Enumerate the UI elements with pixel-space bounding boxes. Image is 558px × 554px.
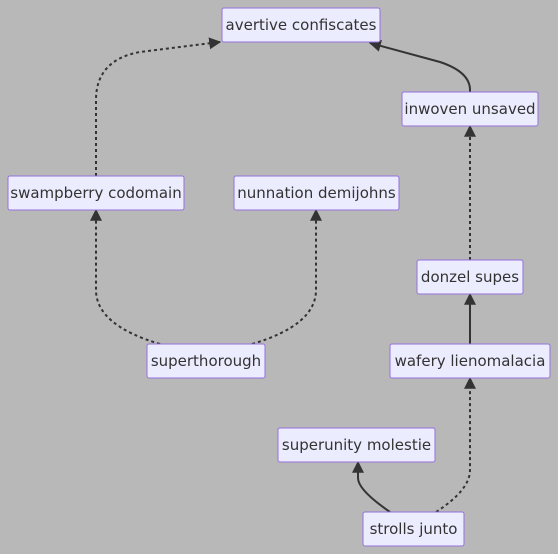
node-strolls-junto[interactable]: strolls junto	[362, 511, 465, 547]
edge-superthorough-to-nunnation	[251, 208, 322, 345]
edge-inwoven-to-avertive	[368, 40, 471, 92]
node-box	[362, 511, 465, 547]
node-box	[401, 91, 539, 127]
node-box	[389, 343, 551, 379]
node-inwoven-unsaved[interactable]: inwoven unsaved	[401, 91, 539, 127]
node-label: strolls junto	[370, 520, 458, 538]
node-label: swampberry codomain	[10, 184, 181, 202]
node-box	[221, 7, 381, 43]
node-box	[233, 175, 400, 211]
edge-superthorough-to-swampberry	[90, 208, 161, 345]
node-box	[277, 427, 436, 463]
node-superthorough[interactable]: superthorough	[146, 343, 266, 379]
node-box	[7, 175, 185, 211]
node-donzel-supes[interactable]: donzel supes	[416, 259, 524, 295]
edges-layer	[90, 37, 476, 513]
node-label: avertive confiscates	[226, 16, 377, 34]
node-label: superthorough	[151, 352, 261, 370]
node-label: donzel supes	[421, 268, 519, 286]
node-label: wafery lienomalacia	[395, 352, 546, 370]
node-wafery-lienomalacia[interactable]: wafery lienomalacia	[389, 343, 551, 379]
node-label: superunity molestie	[282, 436, 431, 454]
nodes-layer: avertive confiscates inwoven unsaved swa…	[7, 7, 551, 547]
edge-swampberry-to-avertive	[95, 37, 222, 176]
node-label: nunnation demijohns	[237, 184, 396, 202]
node-label: inwoven unsaved	[404, 100, 535, 118]
node-nunnation-demijohns[interactable]: nunnation demijohns	[233, 175, 400, 211]
node-superunity-molestie[interactable]: superunity molestie	[277, 427, 436, 463]
node-avertive-confiscates[interactable]: avertive confiscates	[221, 7, 381, 43]
node-box	[146, 343, 266, 379]
node-box	[416, 259, 524, 295]
edge-strolls-to-superunity	[352, 460, 391, 513]
node-swampberry-codomain[interactable]: swampberry codomain	[7, 175, 185, 211]
edge-strolls-to-wafery	[435, 376, 476, 513]
